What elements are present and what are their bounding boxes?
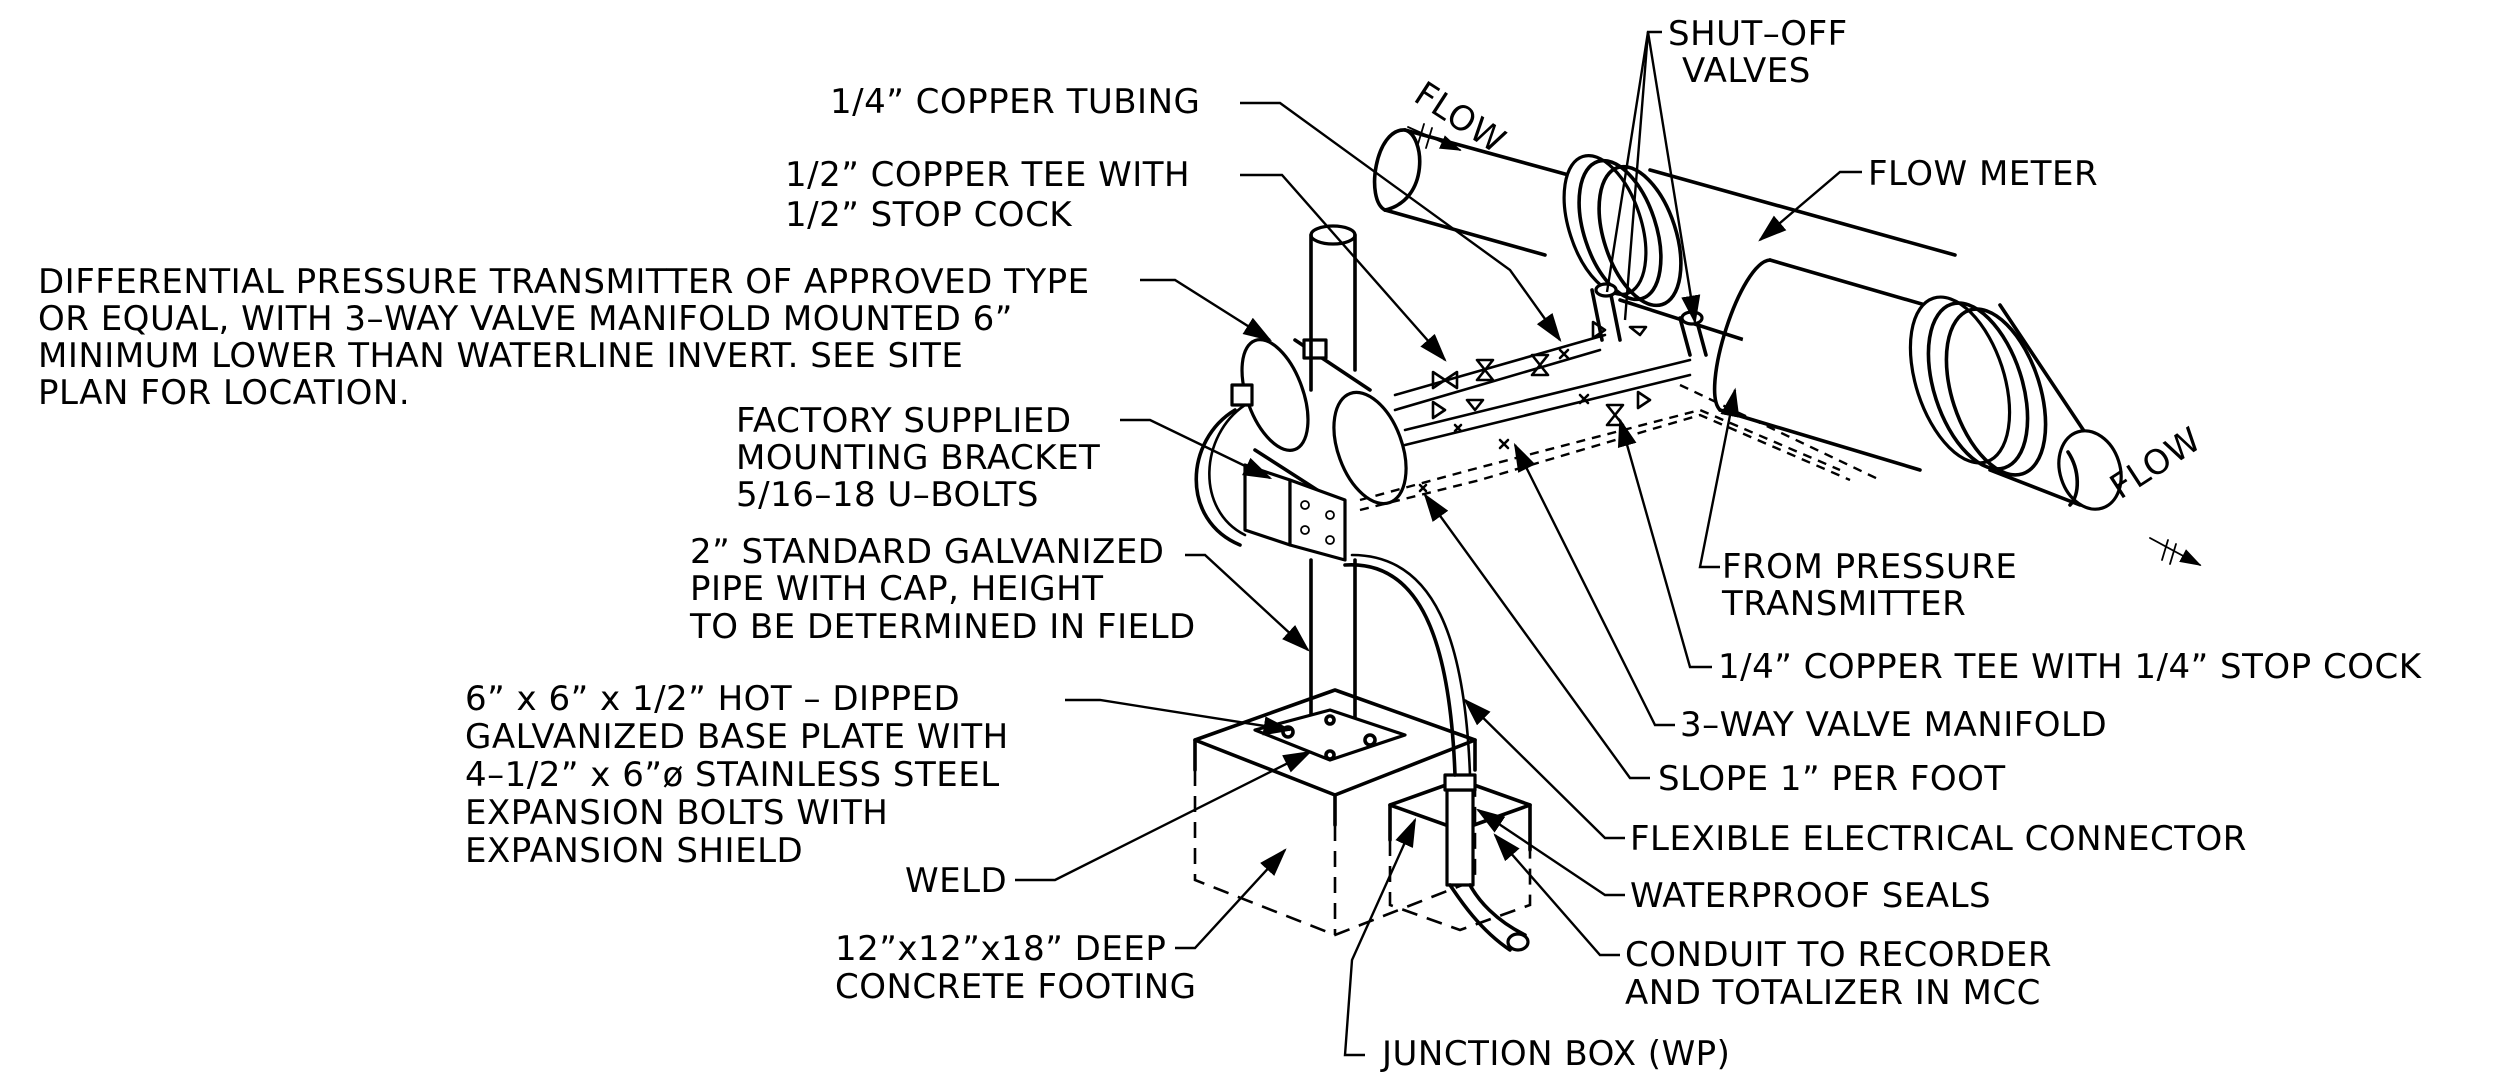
label-copper-tee-1: 1/2” COPPER TEE WITH	[785, 155, 1190, 195]
label-footing-2: CONCRETE FOOTING	[835, 967, 1197, 1007]
label-conduit-2: AND TOTALIZER IN MCC	[1625, 973, 2041, 1013]
flow-arrow-out	[2149, 537, 2202, 566]
label-manifold: 3–WAY VALVE MANIFOLD	[1680, 705, 2107, 745]
label-plate-3: 4–1/2” x 6”ø STAINLESS STEEL	[465, 755, 1000, 795]
label-bracket-2: MOUNTING BRACKET	[736, 438, 1100, 478]
label-weld: WELD	[905, 861, 1007, 901]
callout-labels: SHUT–OFF VALVES 1/4” COPPER TUBING 1/2” …	[38, 14, 2423, 1074]
label-copper-tee-2: 1/2” STOP COCK	[785, 195, 1073, 235]
label-plate-4: EXPANSION BOLTS WITH	[465, 793, 888, 833]
label-flow-meter: FLOW METER	[1868, 154, 2098, 194]
label-pipe-2: PIPE WITH CAP, HEIGHT	[690, 569, 1104, 609]
label-transmitter-3: MINIMUM LOWER THAN WATERLINE INVERT. SEE…	[38, 336, 963, 376]
label-plate-5: EXPANSION SHIELD	[465, 831, 803, 871]
label-transmitter-4: PLAN FOR LOCATION.	[38, 373, 410, 413]
label-junction-box: JUNCTION BOX (WP)	[1380, 1034, 1730, 1074]
label-conduit-1: CONDUIT TO RECORDER	[1625, 935, 2052, 975]
concrete-footing	[1193, 688, 1477, 937]
copper-tubing	[1359, 333, 1881, 512]
label-shutoff-2: VALVES	[1682, 51, 1811, 91]
label-plate-2: GALVANIZED BASE PLATE WITH	[465, 717, 1009, 757]
pipe-stand	[1309, 224, 1357, 751]
label-footing-1: 12”x12”x18” DEEP	[835, 929, 1166, 969]
label-from-pt-1: FROM PRESSURE	[1722, 547, 2017, 587]
label-bracket-1: FACTORY SUPPLIED	[736, 401, 1072, 441]
label-pipe-1: 2” STANDARD GALVANIZED	[690, 532, 1164, 572]
label-bracket-3: 5/16–18 U–BOLTS	[736, 475, 1039, 515]
label-from-pt-2: TRANSMITTER	[1721, 584, 1966, 624]
pressure-transmitter	[1230, 338, 1408, 506]
flow-arrow-in	[1407, 123, 1462, 151]
mounting-bracket	[1243, 463, 1347, 562]
label-plate-1: 6” x 6” x 1/2” HOT – DIPPED	[465, 679, 960, 719]
label-flex-connector: FLEXIBLE ELECTRICAL CONNECTOR	[1630, 819, 2247, 859]
leader-lines	[1015, 30, 1862, 1057]
label-flow-in: FLOW	[1407, 74, 1512, 162]
label-transmitter-1: DIFFERENTIAL PRESSURE TRANSMITTER OF APP…	[38, 262, 1090, 302]
label-waterproof-seals: WATERPROOF SEALS	[1630, 876, 1991, 916]
valve-symbols	[1418, 320, 1652, 493]
label-small-tee: 1/4” COPPER TEE WITH 1/4” STOP COCK	[1718, 647, 2423, 687]
main-water-pipe	[1372, 128, 2123, 511]
label-pipe-3: TO BE DETERMINED IN FIELD	[689, 607, 1196, 647]
label-shutoff-1: SHUT–OFF	[1668, 14, 1848, 54]
junction-box	[1388, 773, 1532, 952]
label-transmitter-2: OR EQUAL, WITH 3–WAY VALVE MANIFOLD MOUN…	[38, 299, 1013, 339]
label-slope: SLOPE 1” PER FOOT	[1658, 759, 2006, 799]
label-copper-tubing: 1/4” COPPER TUBING	[830, 82, 1200, 122]
label-flow-out: FLOW	[2103, 420, 2208, 508]
